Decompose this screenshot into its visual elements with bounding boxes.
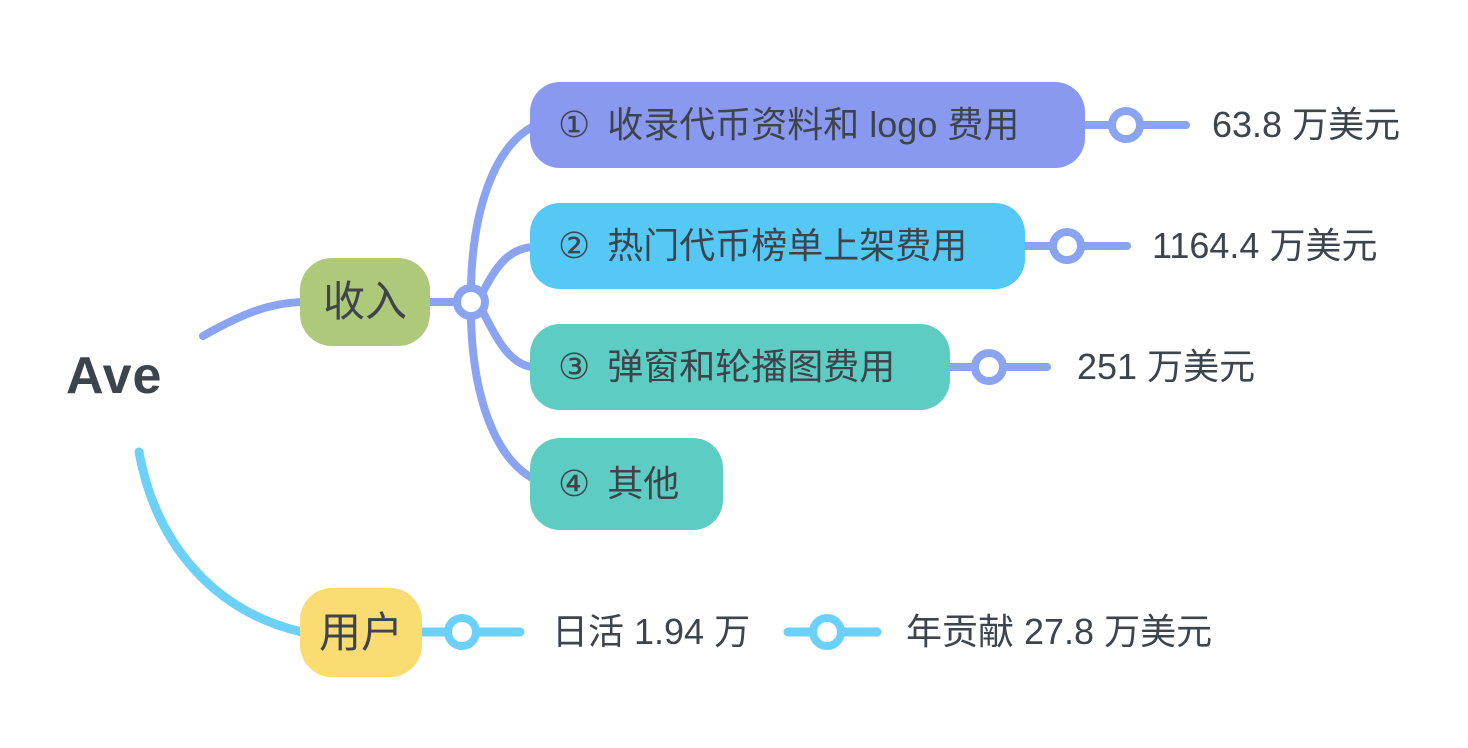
edge-root-users (134, 447, 307, 637)
item-number-1: ① (558, 104, 591, 145)
branch-node-users[interactable]: 用户 (300, 588, 422, 677)
branch-users-label: 用户 (318, 608, 403, 656)
branch-node-income[interactable]: 收入 (300, 258, 430, 346)
item-number-3: ③ (558, 346, 591, 387)
child2-value-toggle[interactable] (1049, 228, 1085, 264)
item-label-3: 弹窗和轮播图费用 (607, 346, 896, 387)
dau-contrib-toggle[interactable] (809, 614, 845, 650)
value-node-popup-fee[interactable]: 251 万美元 (1077, 346, 1256, 387)
item-number-4: ④ (558, 463, 591, 504)
child-node-hotlist-fee[interactable]: ② 热门代币榜单上架费用 (530, 203, 1025, 289)
edge-junction-child2 (479, 243, 536, 296)
value-node-contribution[interactable]: 年贡献 27.8 万美元 (906, 611, 1213, 652)
item-label-2: 热门代币榜单上架费用 (607, 225, 968, 266)
child-node-other[interactable]: ④ 其他 (530, 438, 723, 530)
child3-value-toggle[interactable] (971, 349, 1007, 385)
value-node-hotlist-fee[interactable]: 1164.4 万美元 (1152, 225, 1378, 266)
edge-junction-child1 (467, 123, 536, 289)
root-node[interactable]: Ave (66, 347, 163, 405)
child1-value-toggle[interactable] (1108, 107, 1144, 143)
branch-income-label: 收入 (322, 278, 407, 325)
value-node-listing-fee[interactable]: 63.8 万美元 (1212, 104, 1401, 145)
edge-junction-child3 (479, 308, 536, 371)
edge-root-income (199, 298, 306, 340)
users-dau-toggle[interactable] (444, 614, 480, 650)
child-node-popup-fee[interactable]: ③ 弹窗和轮播图费用 (530, 324, 950, 410)
income-junction-toggle[interactable] (453, 284, 489, 320)
item-number-2: ② (558, 225, 591, 266)
child-node-listing-fee[interactable]: ① 收录代币资料和 logo 费用 (530, 82, 1085, 168)
edge-junction-child4 (467, 315, 536, 482)
value-node-dau[interactable]: 日活 1.94 万 (552, 611, 751, 652)
item-label-4: 其他 (607, 463, 680, 504)
item-label-1: 收录代币资料和 logo 费用 (607, 104, 1020, 145)
